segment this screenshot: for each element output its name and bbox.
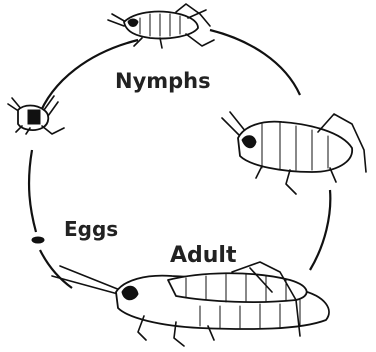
adult-grasshopper-icon	[52, 262, 329, 346]
top-nymph-icon	[108, 4, 214, 48]
label-adult: Adult	[170, 243, 237, 268]
label-eggs: Eggs	[64, 217, 118, 241]
label-nymphs: Nymphs	[115, 69, 211, 93]
egg-icon	[32, 237, 44, 243]
small-nymph-icon	[8, 96, 64, 134]
large-nymph-icon	[222, 112, 366, 194]
